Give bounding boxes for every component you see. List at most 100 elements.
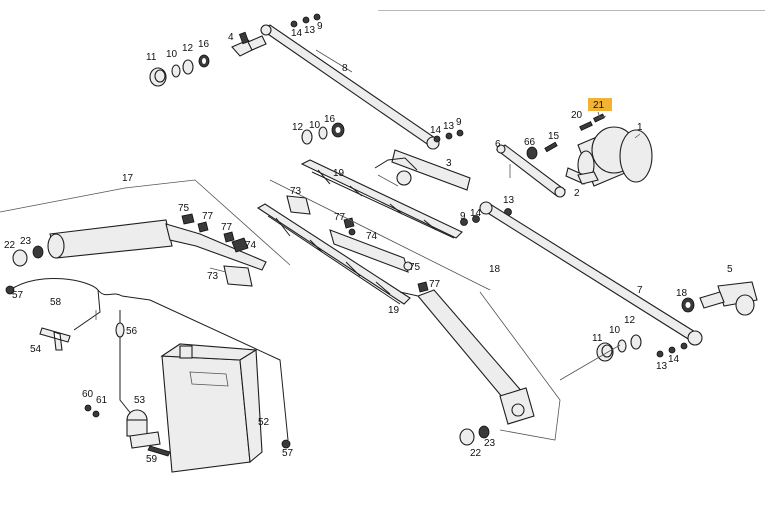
label-5[interactable]: 5	[727, 264, 733, 275]
label-21[interactable]: 21	[593, 100, 605, 111]
wiper-arm-18[interactable]	[399, 289, 535, 425]
washer-12-top[interactable]	[182, 59, 194, 75]
label-12a[interactable]: 12	[182, 43, 194, 54]
label-10b[interactable]: 10	[309, 120, 321, 131]
label-9c[interactable]: 9	[460, 211, 466, 222]
label-22a[interactable]: 22	[4, 240, 16, 251]
label-77a[interactable]: 77	[334, 212, 346, 223]
wiper-blade-19-upper[interactable]	[300, 159, 463, 239]
label-17[interactable]: 17	[122, 173, 134, 184]
screw-59[interactable]	[147, 445, 171, 457]
motor-crank-6[interactable]	[496, 144, 566, 198]
label-14a[interactable]: 14	[291, 28, 303, 39]
label-7[interactable]: 7	[637, 285, 643, 296]
cap-23-right[interactable]	[478, 425, 490, 439]
label-6[interactable]: 6	[495, 139, 501, 150]
small-parts-14-13-9-top[interactable]	[290, 13, 321, 28]
spindle-nut-11-top[interactable]	[149, 67, 167, 87]
label-10a[interactable]: 10	[166, 49, 178, 60]
label-10c[interactable]: 10	[609, 325, 621, 336]
washer-reservoir-52[interactable]	[160, 343, 263, 473]
screw-21[interactable]	[593, 113, 605, 123]
label-1[interactable]: 1	[637, 122, 643, 133]
wiper-spindle-4[interactable]	[231, 31, 267, 57]
blade-clip-73-left[interactable]	[223, 265, 253, 287]
label-56[interactable]: 56	[126, 326, 138, 337]
small-parts-9-13-14-lower[interactable]	[656, 342, 688, 358]
washer-10-top[interactable]	[171, 64, 181, 78]
nut-22-left[interactable]	[12, 249, 28, 267]
clip-77-lower[interactable]	[417, 281, 429, 293]
label-3[interactable]: 3	[446, 158, 452, 169]
label-4[interactable]: 4	[228, 32, 234, 43]
small-parts-9-14-lower-mid[interactable]	[460, 215, 480, 226]
washer-12-mid[interactable]	[301, 129, 313, 145]
label-9d[interactable]: 13	[656, 361, 668, 372]
linkage-rod-8[interactable]	[260, 24, 440, 150]
label-9a[interactable]: 9	[317, 21, 323, 32]
label-11b[interactable]: 11	[592, 333, 603, 344]
label-13b[interactable]: 13	[443, 121, 455, 132]
label-11a[interactable]: 11	[146, 52, 157, 63]
label-20[interactable]: 20	[571, 110, 583, 121]
label-15[interactable]: 15	[548, 131, 560, 142]
blade-clip-73-mid[interactable]	[286, 195, 311, 215]
label-73b[interactable]: 73	[207, 271, 219, 282]
label-13c[interactable]: 13	[503, 195, 515, 206]
grommet-60-61[interactable]	[84, 404, 100, 418]
label-9b[interactable]: 9	[456, 117, 462, 128]
label-12c[interactable]: 12	[624, 315, 636, 326]
bracket-2[interactable]	[565, 167, 599, 185]
label-77c[interactable]: 77	[202, 211, 214, 222]
label-66[interactable]: 66	[524, 137, 536, 148]
bushing-16-top[interactable]	[198, 54, 210, 68]
label-23a[interactable]: 23	[20, 236, 32, 247]
label-18[interactable]: 18	[489, 264, 501, 275]
washer-nozzle-57-right[interactable]	[281, 439, 291, 449]
label-53[interactable]: 53	[134, 395, 146, 406]
cap-23-left[interactable]	[32, 245, 44, 259]
label-2[interactable]: 2	[574, 188, 580, 199]
blade-adapter-74-left[interactable]	[231, 237, 249, 253]
clip-77-left-a[interactable]	[197, 221, 209, 233]
wiper-arm-17[interactable]	[47, 219, 267, 271]
linkage-rod-7[interactable]	[479, 201, 703, 346]
label-57b[interactable]: 57	[282, 448, 294, 459]
hose-connector-54[interactable]	[39, 327, 71, 351]
label-12b[interactable]: 12	[292, 122, 304, 133]
clip-77-left-b[interactable]	[223, 231, 235, 243]
spindle-nut-11-lower[interactable]	[596, 342, 614, 362]
label-19b[interactable]: 19	[388, 305, 400, 316]
label-14b[interactable]: 14	[430, 125, 442, 136]
pivot-75-mid[interactable]	[403, 261, 413, 271]
wiper-motor-1[interactable]	[577, 126, 653, 187]
check-valve-56[interactable]	[115, 322, 125, 338]
label-16c[interactable]: 18	[676, 288, 688, 299]
label-77d[interactable]: 77	[221, 222, 233, 233]
label-75a[interactable]: 75	[409, 262, 421, 273]
grommet-66[interactable]	[526, 146, 538, 160]
wiper-spindle-5[interactable]	[699, 281, 758, 316]
label-73a[interactable]: 73	[290, 186, 302, 197]
crank-arm-3[interactable]	[374, 149, 471, 191]
washer-pump-53[interactable]	[126, 409, 161, 449]
label-19a[interactable]: 19	[333, 168, 345, 179]
label-77b[interactable]: 77	[429, 279, 441, 290]
label-22b[interactable]: 22	[470, 448, 482, 459]
label-23b[interactable]: 23	[484, 438, 496, 449]
label-13a[interactable]: 13	[304, 25, 316, 36]
label-74b[interactable]: 74	[245, 240, 257, 251]
label-8[interactable]: 8	[342, 63, 348, 74]
label-59[interactable]: 59	[146, 454, 158, 465]
wiper-blade-19-lower[interactable]	[256, 203, 411, 305]
nut-22-right[interactable]	[459, 428, 475, 446]
label-61[interactable]: 61	[96, 395, 108, 406]
small-parts-14-13-9-mid[interactable]	[433, 129, 464, 143]
label-16b[interactable]: 16	[324, 114, 336, 125]
clip-76-left[interactable]	[181, 213, 195, 225]
label-14c[interactable]: 14	[470, 208, 482, 219]
washer-12-lower[interactable]	[630, 334, 642, 350]
washer-10-mid[interactable]	[318, 126, 328, 140]
bolt-20[interactable]	[579, 121, 593, 131]
washer-nozzle-57-left[interactable]	[5, 285, 15, 295]
